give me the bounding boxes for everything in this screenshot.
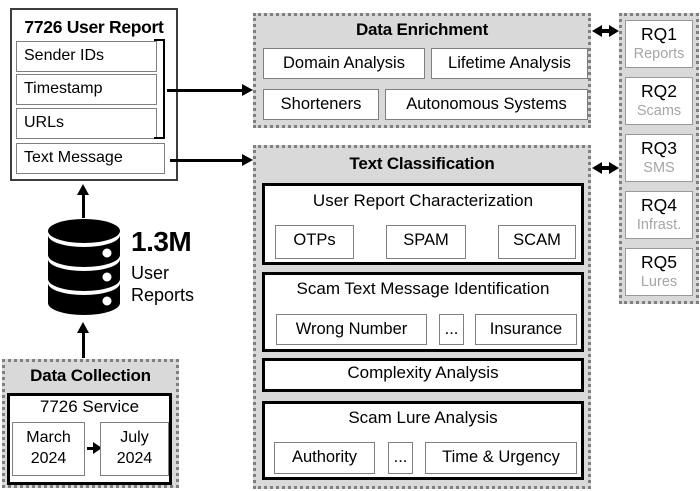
item-spam: SPAM (386, 225, 466, 259)
item-time-urgency: Time & Urgency (425, 442, 577, 474)
start-date-line1: March (26, 429, 71, 446)
item-shorteners: Shorteners (263, 89, 379, 120)
item-scam: SCAM (498, 225, 576, 259)
end-date-line2: 2024 (116, 450, 153, 467)
section-title: Complexity Analysis (347, 363, 499, 382)
user-report-box: 7726 User Report Sender IDs Timestamp UR… (10, 8, 178, 181)
end-date-box: July 2024 (100, 422, 169, 476)
field-text-message: Text Message (16, 143, 165, 174)
text-classification-title: Text Classification (349, 154, 495, 173)
rq-id: RQ4 (641, 195, 677, 215)
report-count: 1.3M (131, 226, 192, 257)
text-classification-panel: Text Classification User Report Characte… (253, 145, 591, 489)
field-timestamp: Timestamp (16, 74, 157, 105)
rq4-box: RQ4 Infrast. (625, 191, 693, 239)
rq1-box: RQ1 Reports (625, 20, 693, 68)
rq3-box: RQ3 SMS (625, 134, 693, 182)
end-date-line1: July (120, 429, 149, 446)
rq-topic: SMS (643, 160, 675, 176)
field-urls: URLs (16, 108, 157, 139)
rq-id: RQ2 (641, 81, 677, 101)
data-enrichment-panel: Data Enrichment Domain Analysis Lifetime… (253, 13, 591, 128)
service-box: 7726 Service March 2024 July 2024 (7, 393, 172, 485)
section-title: User Report Characterization (312, 191, 534, 210)
item-wrong-number: Wrong Number (276, 314, 427, 345)
report-count-label-line2: Reports (131, 285, 195, 305)
database-icon (48, 219, 120, 315)
rq-id: RQ3 (641, 138, 677, 158)
rq2-box: RQ2 Scams (625, 77, 693, 125)
rq-topic: Infrast. (636, 217, 682, 233)
item-ellipsis: ... (439, 314, 464, 345)
report-count-label: User Reports (131, 262, 194, 306)
rq-id: RQ5 (641, 252, 677, 272)
service-label: 7726 Service (39, 397, 140, 416)
item-otps: OTPs (275, 225, 354, 259)
item-autonomous-systems: Autonomous Systems (385, 89, 588, 120)
metadata-bracket (154, 39, 165, 139)
section-title: Scam Text Message Identification (296, 279, 550, 298)
data-collection-title: Data Collection (30, 366, 151, 385)
start-date-line2: 2024 (30, 450, 67, 467)
data-collection-panel: Data Collection 7726 Service March 2024 … (2, 359, 179, 488)
section-complexity-analysis: Complexity Analysis (262, 358, 584, 392)
section-user-report-characterization: User Report Characterization OTPs SPAM S… (262, 183, 584, 265)
start-date-box: March 2024 (12, 422, 85, 476)
section-title: Scam Lure Analysis (348, 408, 498, 427)
item-ellipsis: ... (388, 442, 413, 474)
field-sender-ids: Sender IDs (16, 41, 157, 72)
rq-topic: Scams (636, 103, 682, 119)
rq5-box: RQ5 Lures (625, 248, 693, 296)
rq-topic: Lures (640, 274, 678, 290)
section-scam-identification: Scam Text Message Identification Wrong N… (262, 272, 584, 352)
user-report-title: 7726 User Report (24, 17, 164, 37)
item-insurance: Insurance (475, 314, 577, 345)
report-count-label-line1: User (131, 263, 170, 283)
research-questions-panel: RQ1 Reports RQ2 Scams RQ3 SMS RQ4 Infras… (619, 13, 699, 304)
rq-topic: Reports (633, 46, 685, 62)
item-authority: Authority (274, 442, 375, 474)
item-lifetime-analysis: Lifetime Analysis (431, 48, 588, 79)
item-domain-analysis: Domain Analysis (263, 48, 425, 79)
rq-id: RQ1 (641, 24, 677, 44)
data-enrichment-title: Data Enrichment (355, 20, 489, 39)
section-scam-lure-analysis: Scam Lure Analysis Authority ... Time & … (262, 401, 584, 480)
